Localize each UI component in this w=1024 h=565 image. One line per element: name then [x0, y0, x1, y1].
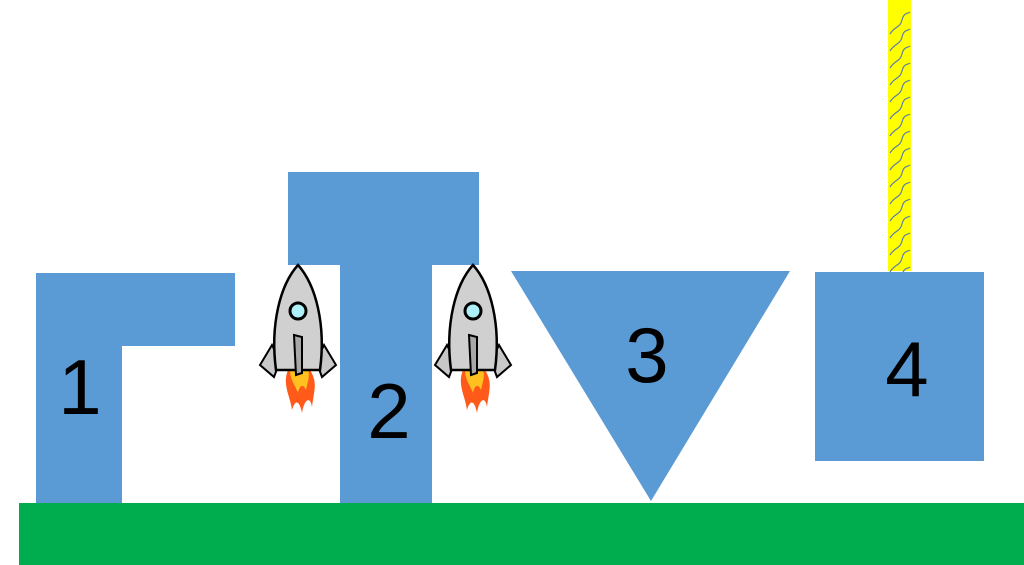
rope-strand: [889, 28, 911, 52]
rope-strand: [889, 45, 911, 69]
rope-strand: [889, 130, 911, 154]
rope-strand: [889, 147, 911, 171]
rope-strand: [889, 198, 911, 222]
rope-strand: [889, 113, 911, 137]
rope-strand: [889, 164, 911, 188]
rope-icon: [888, 0, 911, 290]
shape-2-t-block[interactable]: 2: [288, 172, 479, 503]
rocket-icon: [258, 263, 338, 415]
rope-strand: [889, 215, 911, 239]
rope-strand: [889, 232, 911, 256]
shape-1-label: 1: [58, 343, 101, 431]
shape-4-box[interactable]: 4: [815, 272, 984, 461]
rope-strand: [889, 79, 911, 103]
rope-strand: [889, 181, 911, 205]
rocket-icon: [433, 263, 513, 415]
shape-2-label: 2: [367, 367, 410, 455]
rope-strand: [889, 96, 911, 120]
shape-3-label: 3: [625, 311, 668, 399]
shape-3-triangle[interactable]: 3: [511, 271, 790, 501]
ground: [19, 503, 1024, 565]
shape-4-label: 4: [885, 325, 928, 413]
shape-1-l-block[interactable]: 1: [36, 273, 235, 503]
rope-strand: [889, 62, 911, 86]
rope-strand: [889, 11, 911, 35]
rope-strand: [889, 249, 911, 273]
